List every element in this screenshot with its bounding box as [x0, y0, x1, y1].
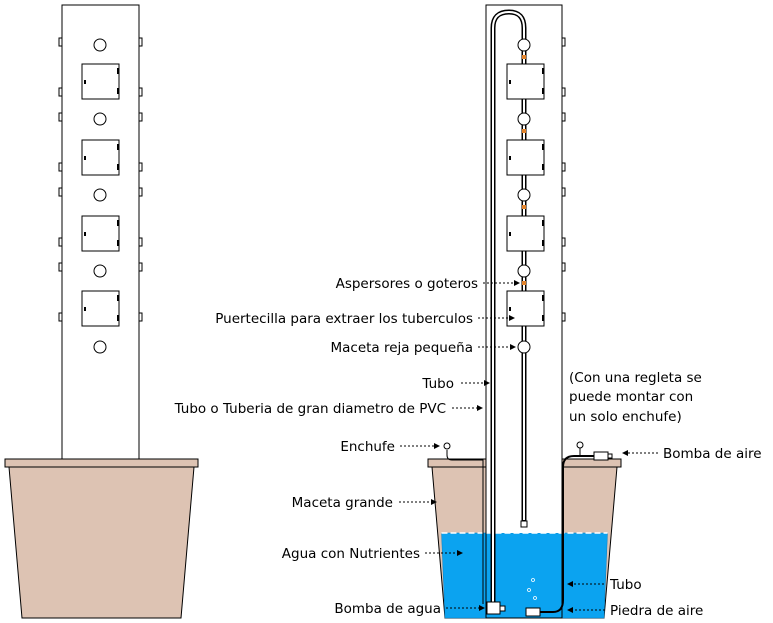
right-net-pot-5 — [517, 340, 531, 354]
left-hatch-door-2 — [81, 139, 120, 176]
label-arrows — [399, 280, 658, 613]
air-stone — [525, 607, 541, 617]
right-hatch-hinges — [509, 68, 544, 321]
left-net-pot-1 — [93, 38, 107, 52]
left-tube-side-tabs — [58, 37, 143, 322]
left-pot-rim — [4, 458, 199, 468]
left-hatch-door-4 — [81, 290, 120, 327]
label-maceta-grande: Maceta grande — [292, 495, 393, 511]
air-tube — [540, 455, 596, 613]
label-enchufe: Enchufe — [340, 439, 395, 455]
right-hatch-door-4 — [506, 290, 545, 327]
dripper — [522, 55, 526, 59]
dripper — [522, 129, 526, 133]
left-hatch-door-3 — [81, 215, 120, 252]
internal-tube-end-cap — [520, 520, 528, 528]
water-pump-plug-cable — [446, 450, 484, 604]
left-tower — [4, 4, 199, 619]
left-pot-body — [8, 466, 195, 619]
air-bubbles — [527, 578, 537, 600]
right-tower — [427, 4, 622, 619]
label-tuberia-pvc: Tubo o Tuberia de gran diametro de PVC — [174, 401, 446, 417]
label-bomba-agua: Bomba de agua — [334, 601, 441, 617]
nutrient-water — [441, 532, 608, 619]
water-pump-plug — [443, 442, 451, 450]
label-piedra-aire: Piedra de aire — [610, 603, 703, 619]
right-hatch-doors — [506, 63, 545, 327]
label-bomba-aire: Bomba de aire — [663, 446, 762, 462]
left-net-pots — [93, 38, 107, 354]
label-tubo-interior: Tubo — [421, 376, 454, 392]
right-hatch-door-3 — [506, 215, 545, 252]
left-net-pot-3 — [93, 188, 107, 202]
right-net-pot-3 — [517, 188, 531, 202]
drippers — [522, 55, 526, 285]
label-regleta-line1: (Con una regleta se — [569, 370, 702, 386]
right-net-pot-1 — [517, 38, 531, 52]
right-tube-side-tabs — [561, 37, 566, 322]
dripper — [522, 205, 526, 209]
right-net-pot-2 — [517, 112, 531, 126]
left-net-pot-2 — [93, 112, 107, 126]
labels: Aspersores o goteros Puertecilla para ex… — [174, 276, 762, 619]
left-net-pot-5 — [93, 340, 107, 354]
label-puertecilla: Puertecilla para extraer los tuberculos — [215, 311, 473, 327]
label-aspersores: Aspersores o goteros — [336, 276, 478, 292]
water-pump — [486, 601, 506, 615]
left-net-pot-4 — [93, 264, 107, 278]
label-maceta-reja: Maceta reja pequeña — [330, 340, 473, 356]
left-hatch-hinges — [84, 68, 119, 321]
dripper — [522, 281, 526, 285]
left-hatch-doors — [81, 63, 120, 327]
left-hatch-door-1 — [81, 63, 120, 100]
label-tubo-aire: Tubo — [609, 577, 642, 593]
right-net-pot-4 — [517, 264, 531, 278]
air-pump — [576, 441, 613, 461]
right-hatch-door-1 — [506, 63, 545, 100]
right-hatch-door-2 — [506, 139, 545, 176]
right-net-pots — [517, 38, 531, 354]
label-agua-nutrientes: Agua con Nutrientes — [282, 546, 420, 562]
label-regleta-line2: puede montar con — [569, 389, 693, 405]
label-regleta-line3: un solo enchufe) — [569, 409, 682, 425]
